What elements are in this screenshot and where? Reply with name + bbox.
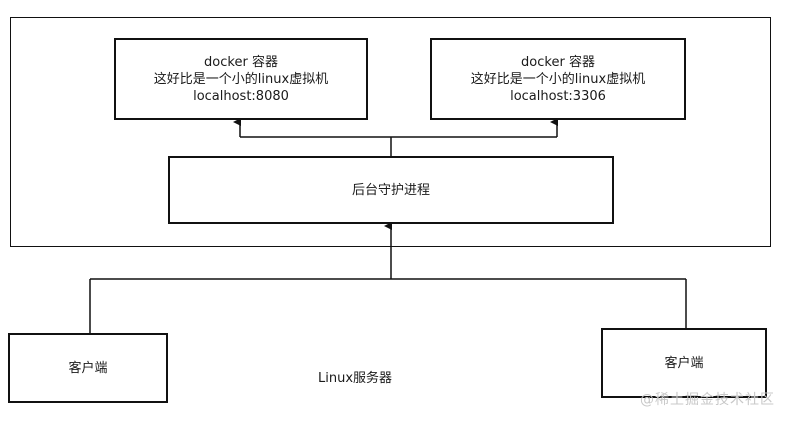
linux-server-frame — [10, 17, 771, 247]
container-description: 这好比是一个小的linux虚拟机 — [470, 71, 646, 87]
client-label: 客户端 — [68, 360, 108, 376]
daemon-box: 后台守护进程 — [168, 156, 614, 224]
client-label: 客户端 — [664, 355, 704, 371]
watermark: @稀土掘金技术社区 — [640, 392, 775, 408]
docker-container-box: docker 容器 这好比是一个小的linux虚拟机 localhost:808… — [114, 38, 368, 120]
server-label: Linux服务器 — [318, 371, 393, 386]
client-box: 客户端 — [601, 328, 767, 398]
container-title: docker 容器 — [204, 54, 278, 70]
container-address: localhost:8080 — [193, 88, 289, 104]
container-address: localhost:3306 — [510, 88, 606, 104]
docker-container-box: docker 容器 这好比是一个小的linux虚拟机 localhost:330… — [430, 38, 686, 120]
daemon-label: 后台守护进程 — [351, 182, 430, 198]
clients-to-daemon-connector — [89, 222, 687, 333]
container-description: 这好比是一个小的linux虚拟机 — [153, 71, 329, 87]
daemon-to-containers-connector — [233, 118, 558, 156]
container-title: docker 容器 — [521, 54, 595, 70]
client-box: 客户端 — [8, 333, 168, 403]
